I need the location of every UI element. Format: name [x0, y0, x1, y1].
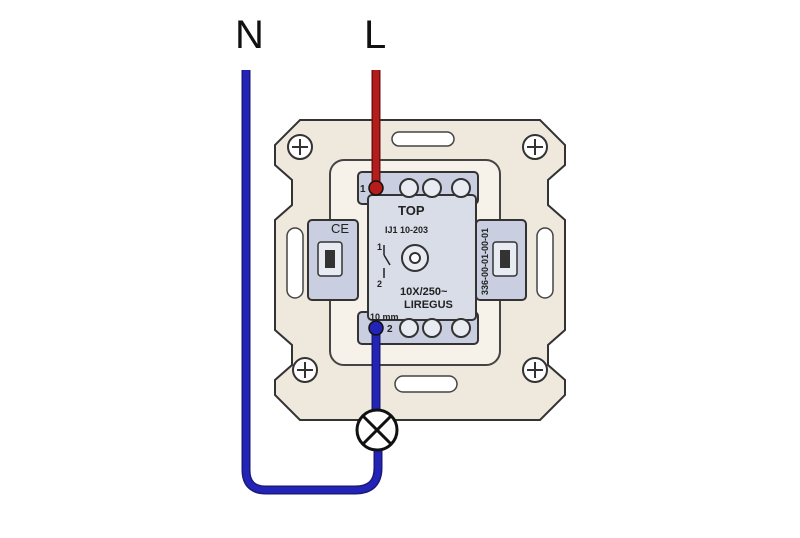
- rating-label: 10X/250~: [400, 286, 448, 298]
- terminal-1-connection-icon: [368, 180, 384, 196]
- brand-label: LIREGUS: [404, 299, 453, 311]
- screw-hole-bottom-right-icon: [522, 357, 548, 383]
- left-clamp-spring: [325, 250, 335, 268]
- bottom-slot: [394, 375, 458, 393]
- right-slot: [536, 227, 554, 299]
- screw-hole-top-right-icon: [522, 134, 548, 160]
- top-slot: [391, 131, 455, 147]
- model-label: IJ1 10-203: [385, 225, 428, 235]
- switch-body: CE 1 2 TOP IJ1 10-203 10X/250~ LIREGUS 1…: [307, 171, 527, 345]
- wires: [241, 70, 384, 495]
- terminal-1-label: 1: [360, 184, 366, 195]
- top-label: TOP: [398, 203, 425, 218]
- terminal-hole-icon: [451, 178, 471, 198]
- schematic-label-1: 1: [377, 242, 382, 252]
- lamp-icon: [355, 408, 399, 452]
- terminal-hole-icon: [422, 178, 442, 198]
- terminal-hole-icon: [399, 178, 419, 198]
- neutral-wire: [243, 70, 381, 493]
- product-code-label: 336-00-01-00-01: [480, 228, 490, 295]
- left-slot: [286, 227, 304, 299]
- screw-hole-bottom-left-icon: [292, 357, 318, 383]
- terminal-2-connection-icon: [368, 320, 384, 336]
- neutral-label: N: [235, 13, 264, 57]
- schematic-label-2: 2: [377, 279, 382, 289]
- strip-length-label: 10 mm: [370, 312, 399, 322]
- screw-hole-top-left-icon: [287, 134, 313, 160]
- terminal-hole-icon: [422, 318, 442, 338]
- right-clamp-spring: [500, 250, 510, 268]
- terminal-hole-icon: [399, 318, 419, 338]
- terminal-hole-icon: [451, 318, 471, 338]
- terminal-2-label: 2: [387, 324, 393, 335]
- switch-schematic-icon: [383, 245, 391, 278]
- ce-mark: CE: [331, 221, 349, 236]
- line-label: L: [364, 13, 386, 57]
